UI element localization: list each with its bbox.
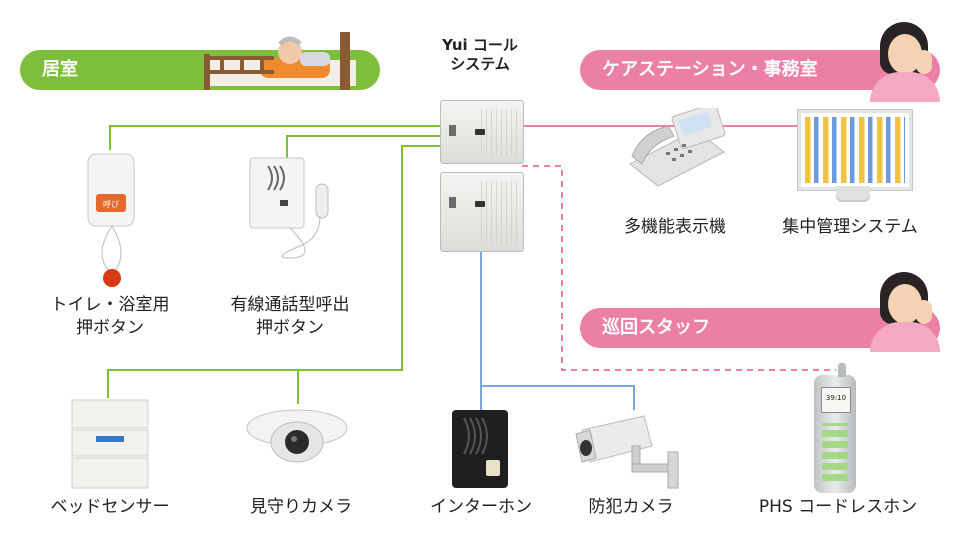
wired-call-button-label: 有線通話型呼出 押ボタン [200, 294, 380, 340]
watch-camera-label: 見守りカメラ [250, 497, 352, 517]
call-button-plate-text: 呼び [103, 199, 119, 209]
unit-indicator [449, 125, 456, 136]
wired-call-button-label-line2: 押ボタン [256, 318, 324, 338]
central-unit-upper [440, 100, 524, 164]
security-camera-icon [575, 415, 679, 489]
system-title: Yui コール システム [415, 36, 545, 74]
toilet-button-label-line2: 押ボタン [76, 318, 144, 338]
wire-wired-call-button [286, 135, 440, 158]
central-management-label: 集中管理システム [782, 217, 918, 237]
multi-display-phone-label: 多機能表示機 [624, 217, 726, 237]
bed-sensor-label: ベッドセンサー [50, 497, 170, 517]
phone-icon [629, 108, 726, 187]
monitor-stand [836, 186, 870, 200]
wired-call-button-icon [249, 157, 329, 259]
unit-logo [475, 201, 485, 207]
nurse-with-headset-icon [870, 22, 940, 102]
unit-vent [481, 109, 517, 155]
wire-security-camera [481, 385, 635, 410]
zone-care-station-label: ケアステーション・事務室 [602, 59, 818, 80]
nurse-with-headset-icon [870, 272, 940, 352]
system-title-line1: Yui コール [442, 36, 518, 54]
phs-screen-text: 39:10 [825, 394, 847, 402]
intercom-icon [452, 410, 508, 488]
call-button-icon: 呼び [87, 153, 135, 287]
security-camera-label: 防犯カメラ [588, 497, 674, 517]
wired-call-button-label-line1: 有線通話型呼出 [230, 295, 350, 315]
wire-toilet-button [109, 125, 440, 150]
zone-rounds-staff-label: 巡回スタッフ [602, 317, 710, 338]
zone-room-label: 居室 [42, 59, 78, 80]
monitor-icon [798, 110, 912, 190]
unit-vent [481, 181, 517, 243]
toilet-button-label-line1: トイレ・浴室用 [50, 295, 170, 315]
bed-with-patient-icon [204, 32, 356, 90]
wire-sensor-camera [107, 145, 440, 398]
toilet-button-label: トイレ・浴室用 押ボタン [30, 294, 190, 340]
system-title-line2: システム [450, 55, 510, 73]
central-unit-lower [440, 172, 524, 252]
camera-icon [246, 409, 348, 463]
phs-label: PHS コードレスホン [758, 497, 918, 517]
bed-sensor-icon [71, 399, 149, 489]
unit-logo [475, 129, 485, 135]
unit-indicator [449, 197, 456, 208]
phs-handset-icon: 39:10 [814, 363, 856, 493]
intercom-label: インターホン [430, 497, 532, 517]
